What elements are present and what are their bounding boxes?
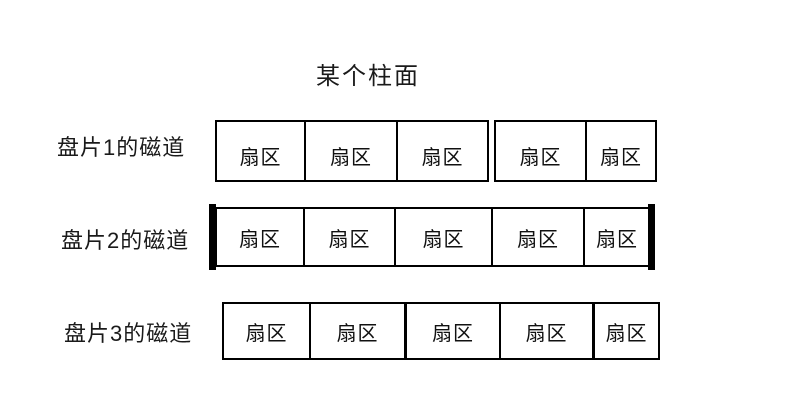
sector-cell: 扇区 [499,304,592,358]
sector-cell: 扇区 [303,209,394,265]
platter1-track-sector-group-right: 扇区 扇区 [494,120,657,182]
sector-cell: 扇区 [496,122,585,180]
platter2-track-sector-group: 扇区 扇区 扇区 扇区 扇区 [215,207,651,267]
sector-cell: 扇区 [585,122,655,180]
sector-cell: 扇区 [396,122,487,180]
diagram-title: 某个柱面 [316,63,420,90]
track-label-platter-3: 盘片3的磁道 [64,321,193,346]
sector-cell: 扇区 [404,304,499,358]
platter2-track-left-edge-bar [209,204,216,270]
sector-cell: 扇区 [394,209,491,265]
sector-cell: 扇区 [217,122,304,180]
platter1-track-sector-group-left: 扇区 扇区 扇区 [215,120,489,182]
track-label-platter-1: 盘片1的磁道 [57,135,186,160]
platter3-track-sector-group: 扇区 扇区 扇区 扇区 扇区 [222,302,660,360]
sector-cell: 扇区 [583,209,649,265]
sector-cell: 扇区 [592,304,658,358]
platter2-track-right-edge-bar [648,204,655,270]
sector-cell: 扇区 [217,209,303,265]
track-label-platter-2: 盘片2的磁道 [61,228,190,253]
sector-cell: 扇区 [304,122,396,180]
sector-cell: 扇区 [224,304,309,358]
sector-cell: 扇区 [309,304,404,358]
sector-cell: 扇区 [491,209,583,265]
